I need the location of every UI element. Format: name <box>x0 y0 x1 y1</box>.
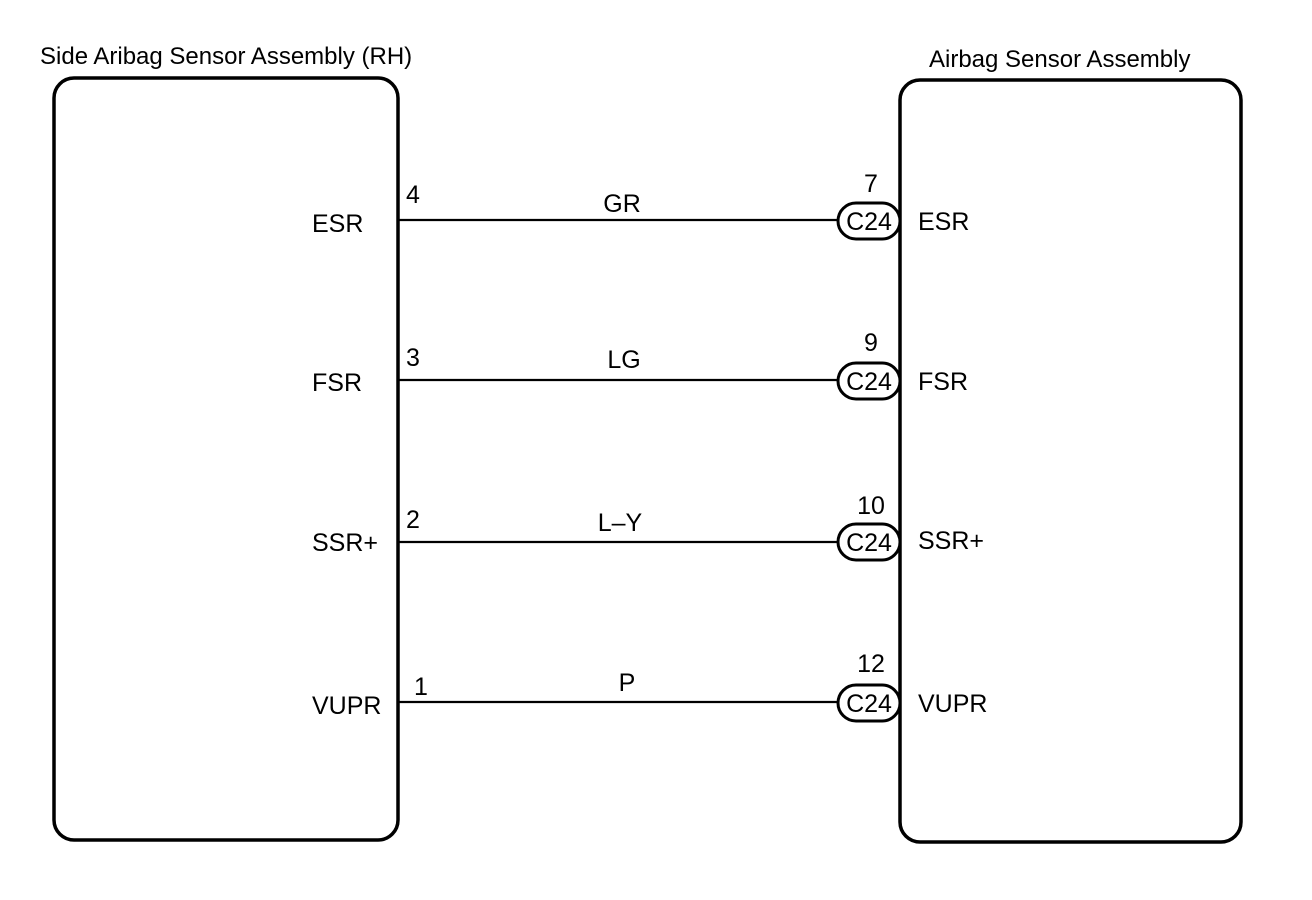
wire-ssr-plus: SSR+ 2 L–Y C24 10 SSR+ <box>312 492 984 562</box>
left-terminal-label: FSR <box>312 369 362 397</box>
left-component: Side Aribag Sensor Assembly (RH) <box>40 43 412 842</box>
wire-vupr: VUPR 1 P C24 12 VUPR <box>312 650 987 723</box>
wire-color-label: LG <box>607 346 640 374</box>
right-terminal-label: FSR <box>918 368 968 396</box>
connector-symbol <box>836 683 902 723</box>
right-pin-number: 12 <box>857 650 885 678</box>
left-terminal-label: SSR+ <box>312 529 378 557</box>
left-terminal-label: VUPR <box>312 692 381 720</box>
connector-label: C24 <box>846 690 892 718</box>
right-terminal-label: VUPR <box>918 690 987 718</box>
wire-color-label: P <box>619 669 636 697</box>
right-component-title: Airbag Sensor Assembly <box>929 46 1190 73</box>
wire-color-label: GR <box>603 190 641 218</box>
connector-label: C24 <box>846 208 892 236</box>
left-component-box <box>52 76 400 842</box>
left-terminal-label: ESR <box>312 210 363 238</box>
right-terminal-label: ESR <box>918 208 969 236</box>
wire-esr: ESR 4 GR C24 7 ESR <box>312 170 969 241</box>
connector-symbol <box>836 361 902 401</box>
connector-symbol <box>836 201 902 241</box>
left-pin-number: 1 <box>414 673 428 701</box>
connector-label: C24 <box>846 529 892 557</box>
connector-symbol <box>836 522 902 562</box>
right-component: Airbag Sensor Assembly <box>898 46 1243 844</box>
wire-color-label: L–Y <box>598 509 643 537</box>
connector-label: C24 <box>846 368 892 396</box>
right-terminal-label: SSR+ <box>918 527 984 555</box>
left-pin-number: 4 <box>406 181 420 209</box>
right-pin-number: 10 <box>857 492 885 520</box>
right-component-box <box>898 78 1243 844</box>
right-pin-number: 9 <box>864 329 878 357</box>
right-pin-number: 7 <box>864 170 878 198</box>
wire-fsr: FSR 3 LG C24 9 FSR <box>312 329 968 401</box>
left-pin-number: 3 <box>406 344 420 372</box>
left-component-title: Side Aribag Sensor Assembly (RH) <box>40 43 412 70</box>
left-pin-number: 2 <box>406 506 420 534</box>
